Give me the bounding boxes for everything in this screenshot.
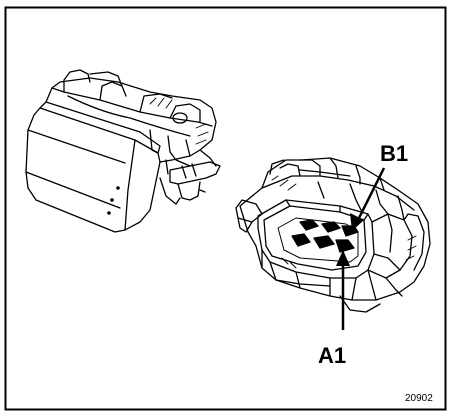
right-connector: [235, 157, 431, 313]
callout-arrows: [336, 167, 386, 330]
arrowhead-b1: [350, 213, 364, 231]
arrowhead-a1: [336, 250, 350, 266]
left-connector: [25, 69, 221, 233]
diagram-frame: [4, 6, 447, 411]
callout-label-b1: B1: [380, 141, 409, 166]
callout-label-a1: A1: [318, 343, 347, 368]
leader-b1: [356, 167, 386, 221]
figure-reference-number: 20902: [405, 393, 433, 404]
